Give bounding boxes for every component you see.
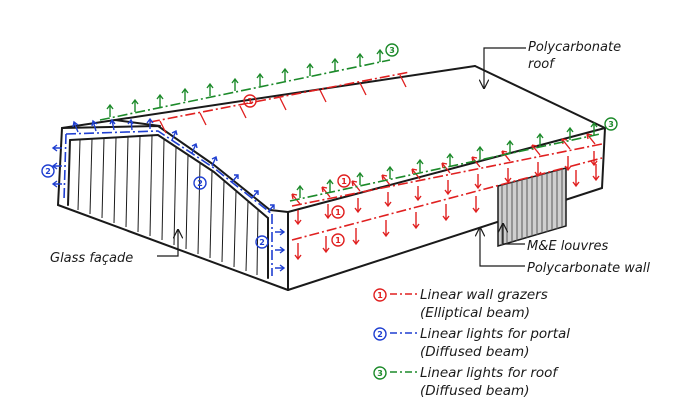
wall-grazer-lines — [149, 71, 603, 241]
portal-inner-top — [69, 134, 269, 219]
wall-right-corner — [601, 127, 606, 189]
portal-bottom — [57, 204, 289, 291]
marker-portal-1: 2 — [41, 164, 55, 178]
svg-text:2: 2 — [259, 238, 265, 247]
me-louvres — [497, 167, 567, 248]
svg-text:2: 2 — [377, 330, 383, 339]
roof-ridge — [114, 65, 476, 121]
svg-text:1: 1 — [377, 291, 383, 300]
portal-light-arrows — [51, 117, 286, 272]
callout-facade: Glass façade — [50, 230, 178, 266]
wall-grazer-arrows-down-lower — [294, 164, 600, 261]
callout-wall-label: Polycarbonate wall — [527, 261, 650, 276]
roof-light-lines — [99, 59, 601, 202]
svg-text:3: 3 — [377, 369, 383, 378]
portal-gable — [61, 125, 289, 213]
legend-item-roof-line2: (Diffused beam) — [420, 383, 529, 399]
legend: 1 Linear wall grazers (Elliptical beam) … — [373, 287, 570, 399]
svg-text:3: 3 — [389, 46, 395, 55]
wall-top-eave — [287, 127, 606, 213]
wall-grazer-arrows-down-upper — [294, 151, 598, 226]
callout-roof: Polycarbonate roof — [484, 40, 621, 88]
callout-louvres-label: M&E louvres — [527, 239, 609, 254]
portal-light-lines — [63, 130, 273, 276]
svg-text:2: 2 — [197, 179, 203, 188]
callout-facade-label: Glass façade — [50, 251, 133, 266]
marker-portal-2: 2 — [193, 176, 207, 190]
svg-text:1: 1 — [247, 97, 253, 106]
callout-roof-line2: roof — [528, 57, 556, 72]
marker-portal-3: 2 — [255, 235, 269, 249]
roof-grazer-arrows — [159, 74, 407, 134]
marker-grazer-wall-1: 1 — [337, 174, 351, 188]
svg-text:1: 1 — [335, 208, 341, 217]
callout-roof-line1: Polycarbonate — [528, 40, 621, 55]
roof-light-arrows — [106, 48, 598, 198]
svg-text:2: 2 — [45, 167, 51, 176]
marker-grazer-wall-3: 1 — [331, 233, 345, 247]
marker-grazer-roof: 1 — [243, 94, 257, 108]
legend-item-wall-grazer-line2: (Elliptical beam) — [420, 305, 530, 321]
legend-item-portal: 2 Linear lights for portal (Diffused bea… — [373, 326, 570, 360]
marker-roof-2: 3 — [604, 117, 618, 131]
building-outline — [57, 65, 606, 291]
roof-right-edge — [474, 65, 606, 129]
callout-wall: Polycarbonate wall — [480, 228, 650, 276]
legend-item-wall-grazer: 1 Linear wall grazers (Elliptical beam) — [373, 287, 548, 321]
svg-text:1: 1 — [335, 236, 341, 245]
legend-item-portal-line2: (Diffused beam) — [420, 344, 529, 360]
callout-louvres: M&E louvres — [503, 224, 609, 254]
roof-left-edge — [61, 119, 161, 129]
glass-facade-mullions — [77, 135, 259, 276]
portal-inner-left — [67, 139, 71, 206]
marker-roof-1: 3 — [385, 43, 399, 57]
svg-text:3: 3 — [608, 120, 614, 129]
svg-text:1: 1 — [341, 177, 347, 186]
legend-item-roof-line1: Linear lights for roof — [420, 365, 559, 381]
marker-grazer-wall-2: 1 — [331, 205, 345, 219]
legend-item-portal-line1: Linear lights for portal — [420, 326, 570, 342]
legend-item-roof: 3 Linear lights for roof (Diffused beam) — [373, 365, 559, 399]
legend-item-wall-grazer-line1: Linear wall grazers — [420, 287, 548, 303]
